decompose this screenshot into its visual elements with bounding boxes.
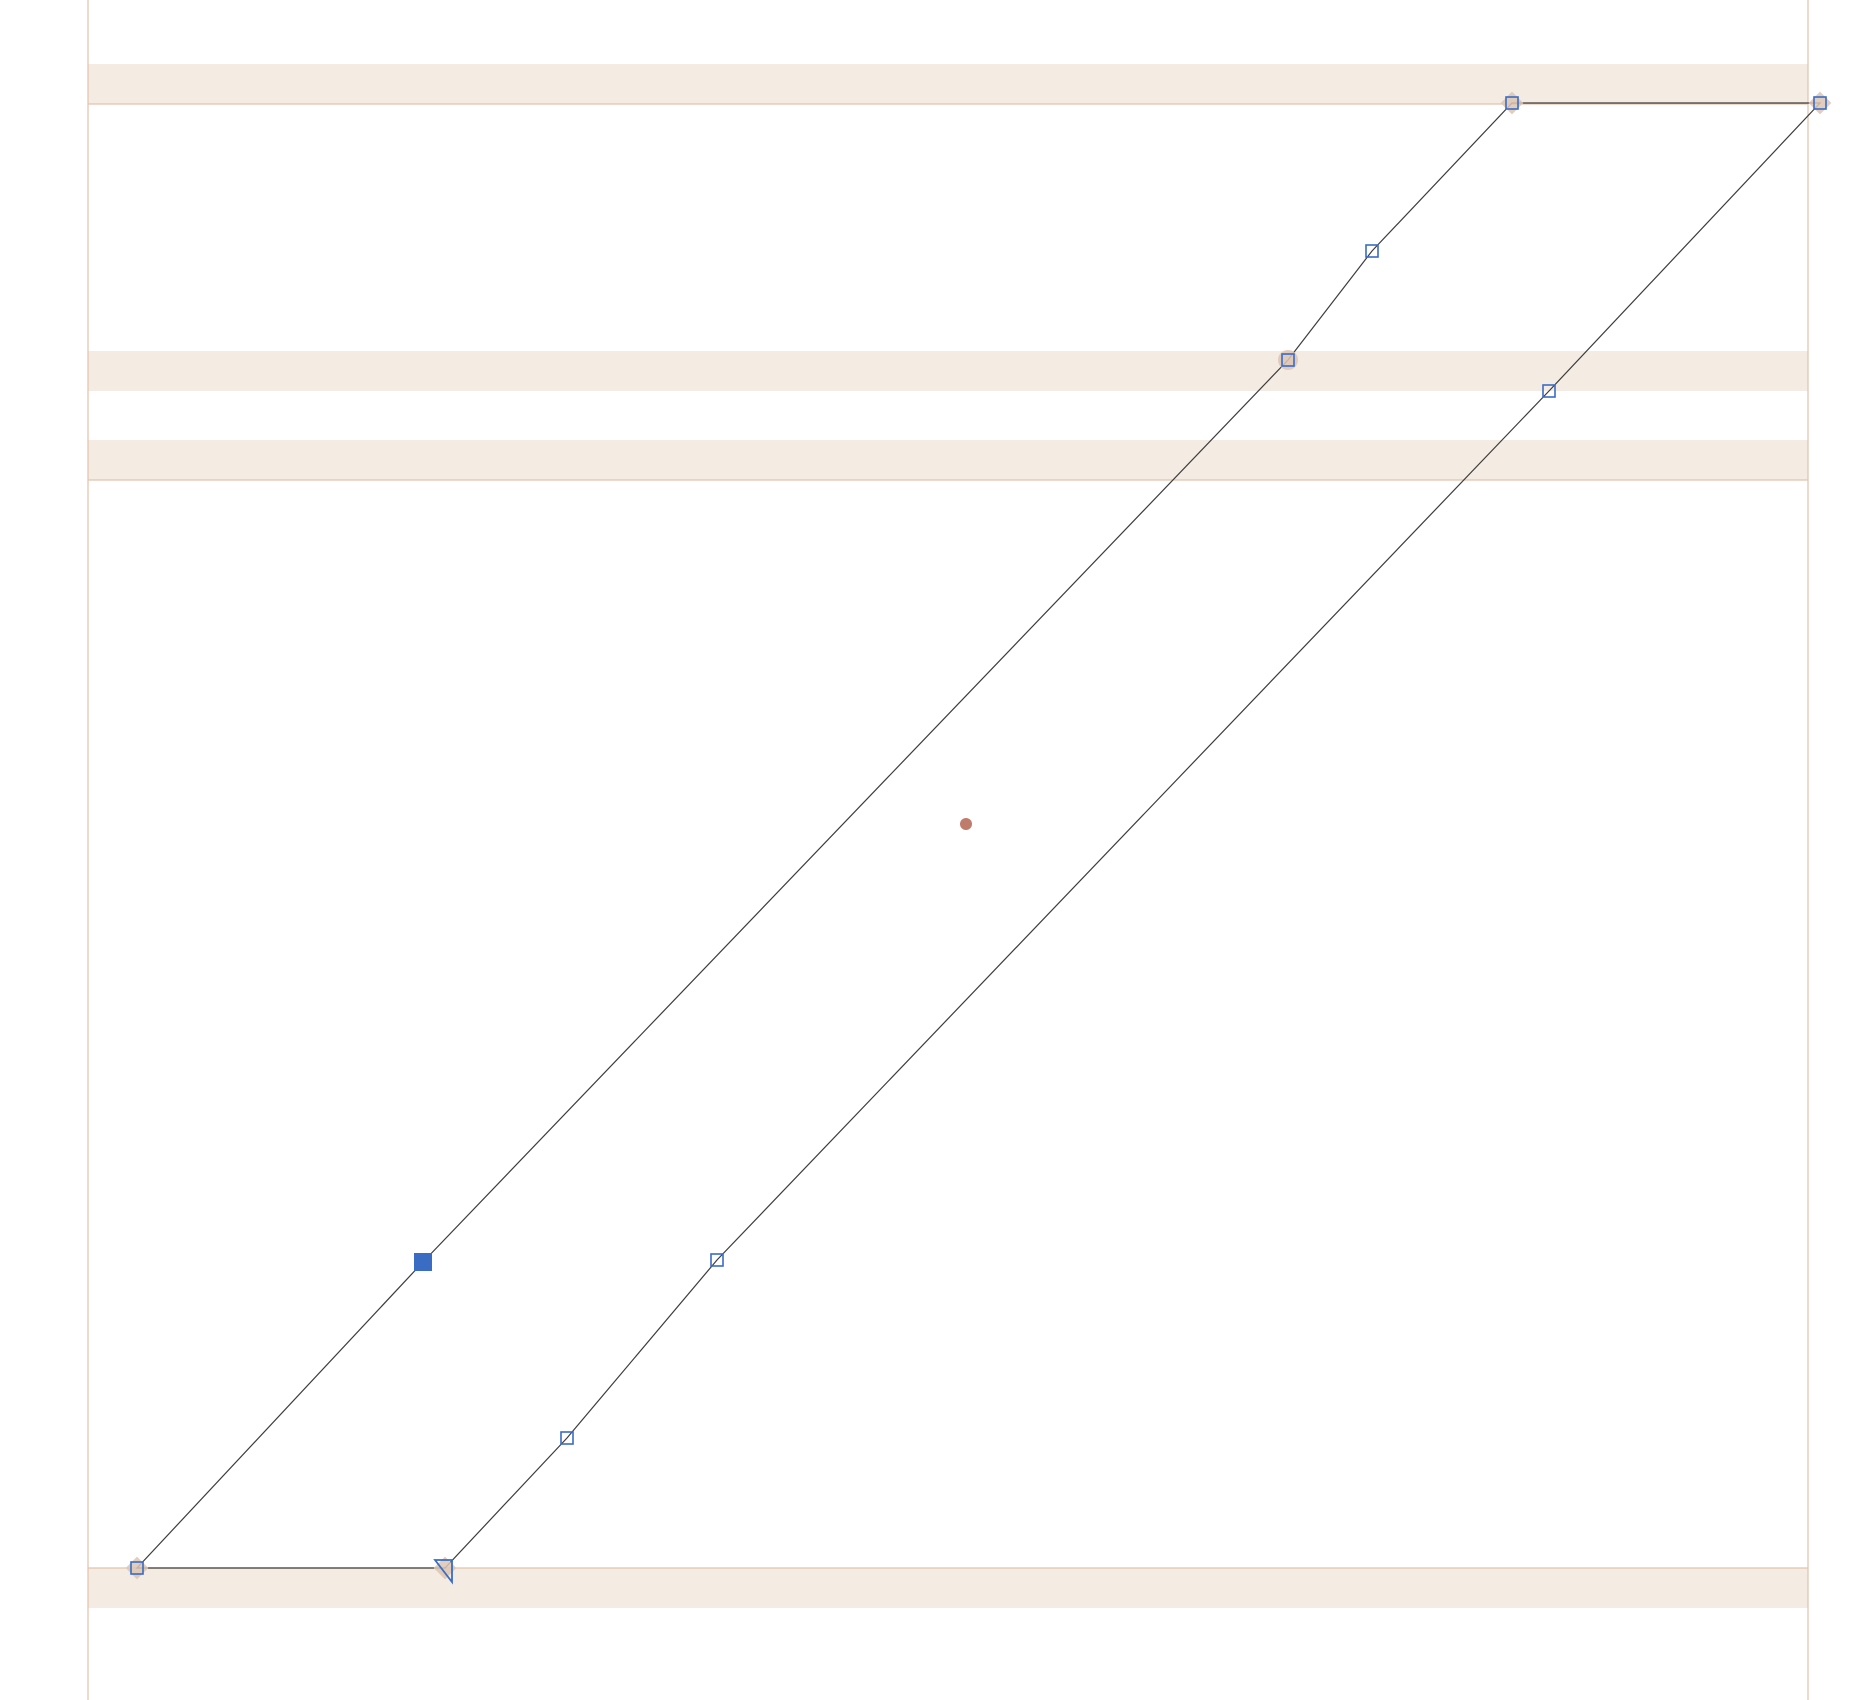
triangle-arrow-icon[interactable] <box>433 1559 453 1585</box>
on-curve-points[interactable] <box>130 96 1827 1575</box>
smooth-node-halo <box>1278 350 1298 370</box>
square-outline-icon[interactable] <box>1281 353 1295 367</box>
glyph-contour[interactable] <box>135 102 1822 1569</box>
square-outline-icon[interactable] <box>1365 244 1379 258</box>
filled-square-icon[interactable] <box>414 1253 432 1271</box>
square-outline-icon[interactable] <box>710 1253 724 1267</box>
dot-icon <box>960 818 972 830</box>
ascender-zone <box>88 64 1808 104</box>
square-outline-icon[interactable] <box>560 1431 574 1445</box>
square-outline-icon[interactable] <box>1505 96 1519 110</box>
square-outline-icon[interactable] <box>130 1561 144 1575</box>
baseline-zone <box>88 1568 1808 1608</box>
diamond-icon <box>433 1556 457 1580</box>
capheight-zone <box>88 440 1808 480</box>
xheight-zone <box>88 351 1808 391</box>
square-outline-icon[interactable] <box>1813 96 1827 110</box>
square-outline-icon[interactable] <box>1542 384 1556 398</box>
anchor-markers <box>125 91 1832 1580</box>
